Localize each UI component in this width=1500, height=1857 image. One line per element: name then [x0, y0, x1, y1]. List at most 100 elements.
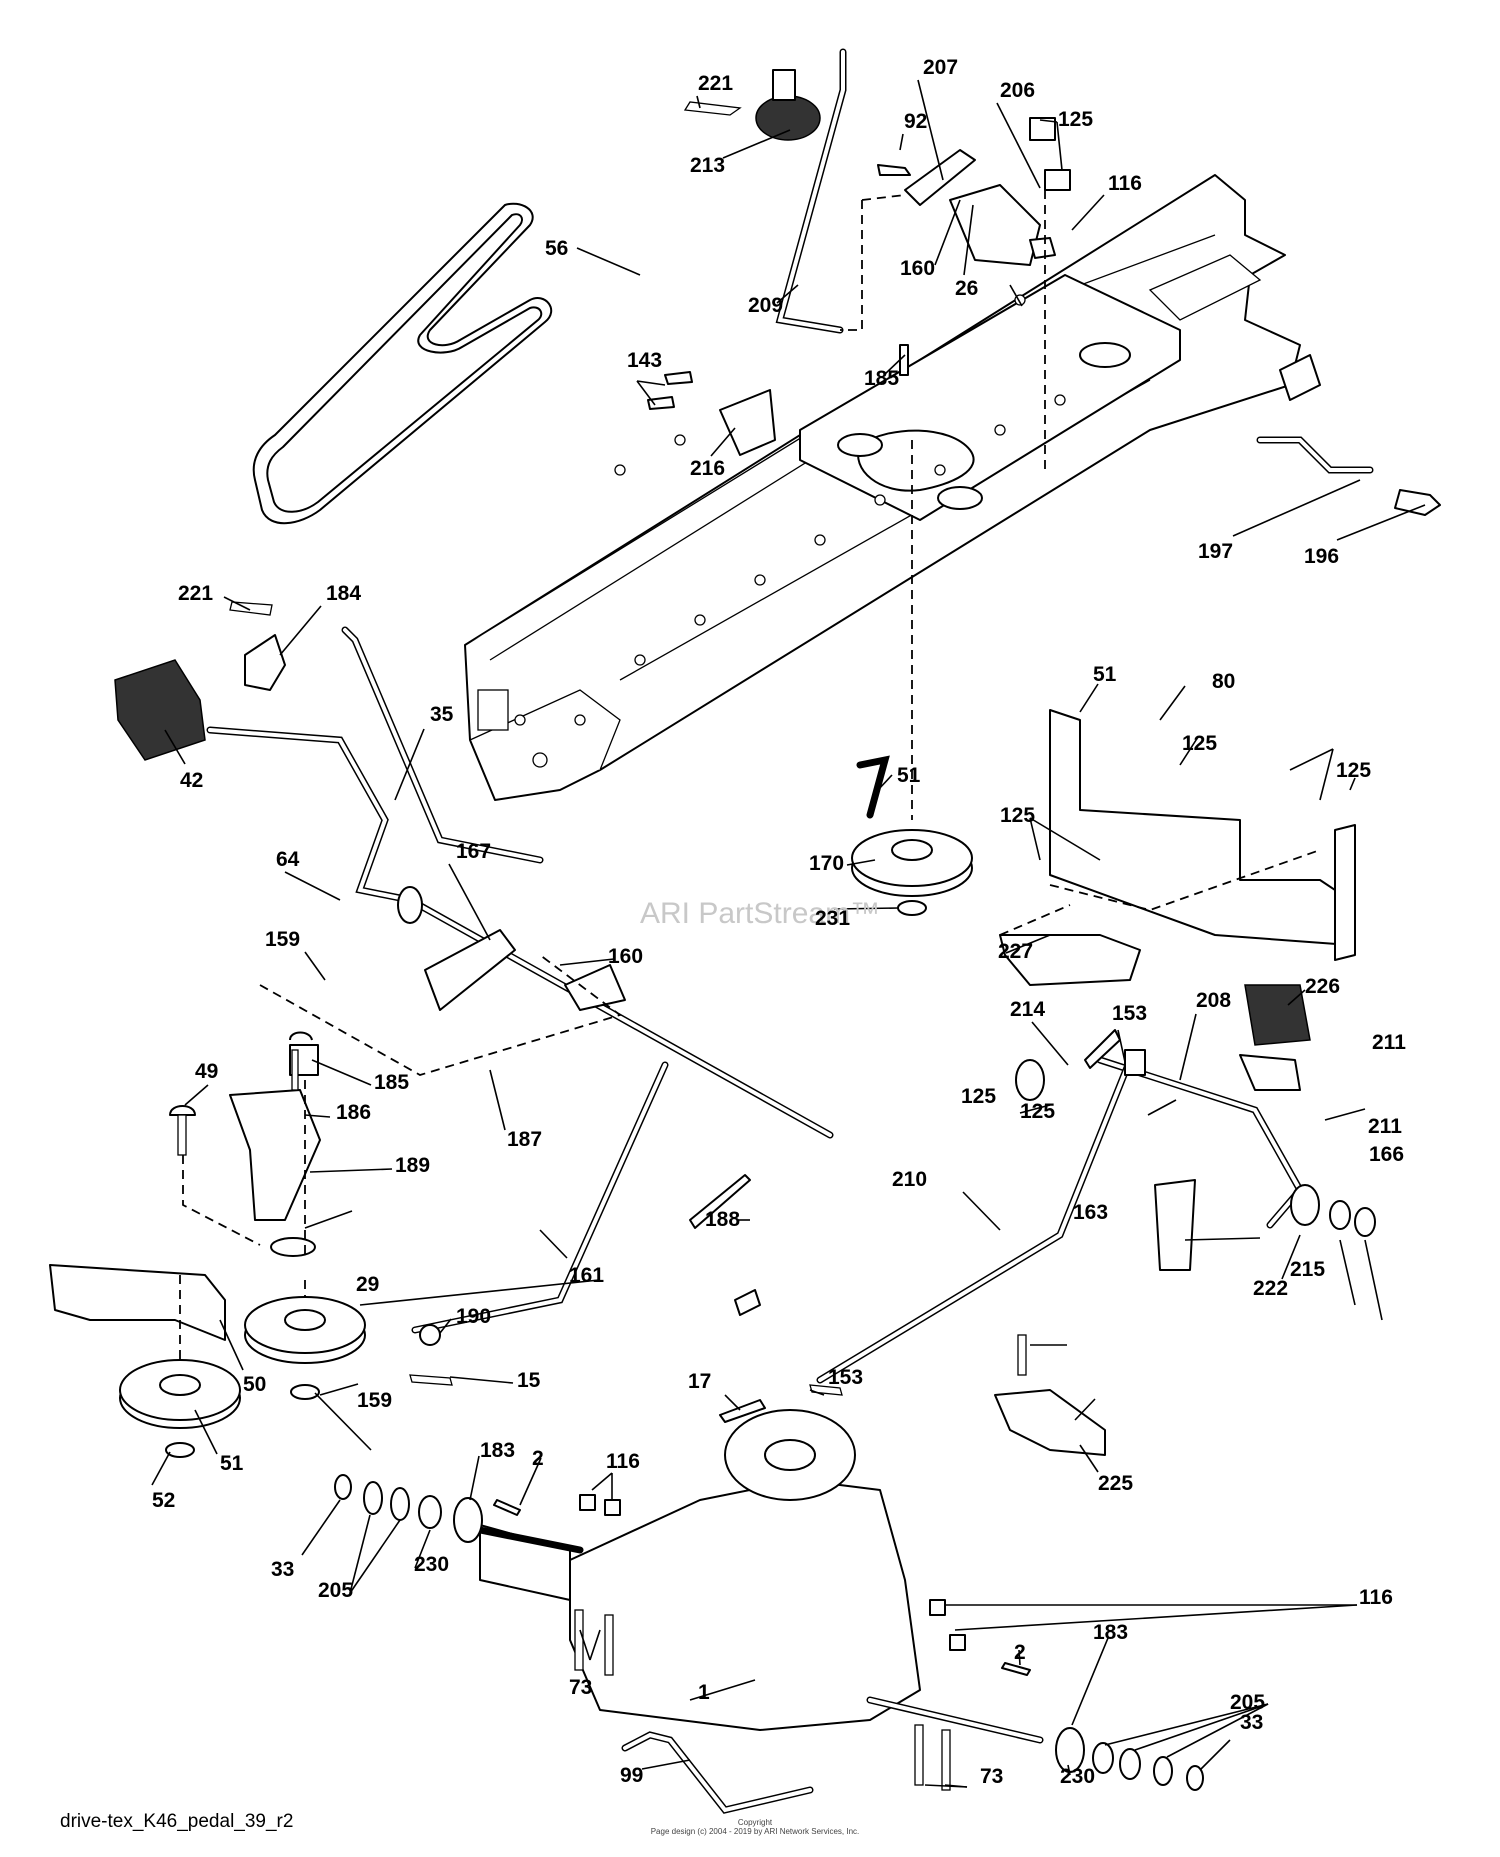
part-callout-51: 51: [1093, 663, 1117, 686]
part-callout-15: 15: [517, 1369, 541, 1392]
part-callout-49: 49: [195, 1060, 218, 1083]
part-callout-221: 221: [698, 72, 733, 95]
drive-belt-56: [252, 202, 553, 525]
bracket-225: [994, 1334, 1106, 1456]
callout-labels: 221 213 209 207 92 206 125 116 160 26 56 185 143 2 161…: [152, 56, 1406, 1788]
assembly-line: [840, 194, 906, 331]
part-callout-116: 116: [606, 1450, 640, 1473]
part-callout-161: 161: [569, 1264, 604, 1287]
part-callout-17: 17: [688, 1370, 711, 1393]
part-callout-73: 73: [980, 1765, 1003, 1788]
part-callout-185: 185: [374, 1071, 409, 1094]
part-callout-160: 160: [900, 257, 935, 280]
part-callout-205: 205: [318, 1579, 353, 1602]
part-callout-208: 208: [1196, 989, 1231, 1012]
part-callout-214: 214: [1010, 998, 1045, 1021]
part-callout-230: 230: [1060, 1765, 1095, 1788]
part-callout-226: 226: [1305, 975, 1340, 998]
part-callout-186: 186: [336, 1101, 371, 1124]
part-callout-42: 42: [180, 769, 203, 792]
part-callout-50: 50: [243, 1373, 266, 1396]
part-callout-33: 33: [1240, 1711, 1263, 1734]
pedal-shaft-64: [206, 726, 834, 1139]
part-callout-197: 197: [1198, 540, 1233, 563]
bypass-rod-99: [621, 1731, 814, 1814]
part-callout-163: 163: [1073, 1201, 1108, 1224]
part-callout-211: 211: [1368, 1115, 1402, 1138]
part-callout-205: 205: [1230, 1691, 1265, 1714]
leader-lines: [151, 79, 1426, 1788]
part-callout-221: 221: [178, 582, 213, 605]
part-callout-92: 92: [904, 110, 927, 133]
part-callout-222: 222: [1253, 1277, 1288, 1300]
pedal-bracket-80: [999, 709, 1356, 986]
part-callout-99: 99: [620, 1764, 643, 1787]
part-callout-153: 153: [1112, 1002, 1147, 1025]
part-callout-125: 125: [1020, 1100, 1055, 1123]
part-callout-190: 190: [456, 1305, 491, 1328]
part-callout-185: 185: [864, 367, 899, 390]
assembly-line: [259, 954, 622, 1076]
part-callout-125: 125: [1336, 759, 1371, 782]
part-callout-56: 56: [545, 237, 568, 260]
part-callout-166: 166: [1369, 1143, 1404, 1166]
idler-pulley-231: [851, 755, 973, 916]
bracket-190: [49, 1264, 241, 1458]
shift-rod-197: [1256, 436, 1441, 516]
part-callout-125: 125: [1000, 804, 1035, 827]
right-axle-hardware: [929, 1599, 1204, 1791]
part-callout-64: 64: [276, 848, 300, 871]
part-callout-231: 231: [815, 907, 850, 930]
part-callout-153: 153: [828, 1366, 863, 1389]
part-callout-52: 52: [152, 1489, 175, 1512]
copyright-line-1: Copyright: [738, 1818, 773, 1827]
part-callout-51: 51: [897, 764, 921, 787]
part-callout-26: 26: [955, 277, 978, 300]
part-callout-196: 196: [1304, 545, 1339, 568]
part-callout-167: 167: [456, 840, 491, 863]
part-callout-29: 29: [356, 1273, 379, 1296]
part-callout-33: 33: [271, 1558, 294, 1581]
part-callout-215: 215: [1290, 1258, 1325, 1281]
part-callout-35: 35: [430, 703, 454, 726]
part-callout-2: 2: [1014, 1641, 1026, 1664]
bracket-216: [647, 344, 909, 456]
part-callout-170: 170: [809, 852, 844, 875]
part-callout-125: 125: [1182, 732, 1217, 755]
part-callout-116: 116: [1359, 1586, 1393, 1609]
left-axle-hardware: [334, 1474, 621, 1543]
control-rod-29: [409, 1061, 761, 1386]
part-callout-160: 160: [608, 945, 643, 968]
part-callout-125: 125: [1058, 108, 1093, 131]
part-callout-225: 225: [1098, 1472, 1133, 1495]
part-callout-227: 227: [998, 940, 1033, 963]
part-callout-116: 116: [1108, 172, 1142, 195]
copyright-line-2: Page design (c) 2004 - 2019 by ARI Netwo…: [651, 1827, 860, 1836]
part-callout-1: 1: [698, 1681, 710, 1704]
part-callout-206: 206: [1000, 79, 1035, 102]
part-callout-183: 183: [1093, 1621, 1128, 1644]
part-callout-73: 73: [569, 1676, 592, 1699]
part-callout-213: 213: [690, 154, 725, 177]
idler-pulley-50: [244, 1296, 366, 1400]
part-callout-2: 2: [532, 1447, 544, 1470]
part-callout-187: 187: [507, 1128, 542, 1151]
part-callout-230: 230: [414, 1553, 449, 1576]
assembly-line: [999, 849, 1321, 936]
part-callout-159: 159: [357, 1389, 392, 1412]
idler-bracket-189: [169, 1031, 321, 1257]
part-callout-188: 188: [705, 1208, 740, 1231]
part-callout-51: 51: [220, 1452, 244, 1475]
diagram-code: drive-tex_K46_pedal_39_r2: [60, 1811, 293, 1832]
part-callout-80: 80: [1212, 670, 1235, 693]
part-callout-209: 209: [748, 294, 783, 317]
part-callout-125: 125: [961, 1085, 996, 1108]
part-callout-207: 207: [923, 56, 958, 79]
tractor-frame: [464, 174, 1321, 801]
brake-pedal-210: [1015, 984, 1376, 1271]
part-callout-211: 211: [1372, 1031, 1406, 1054]
part-callout-184: 184: [326, 582, 361, 605]
part-callout-143: 143: [627, 349, 662, 372]
